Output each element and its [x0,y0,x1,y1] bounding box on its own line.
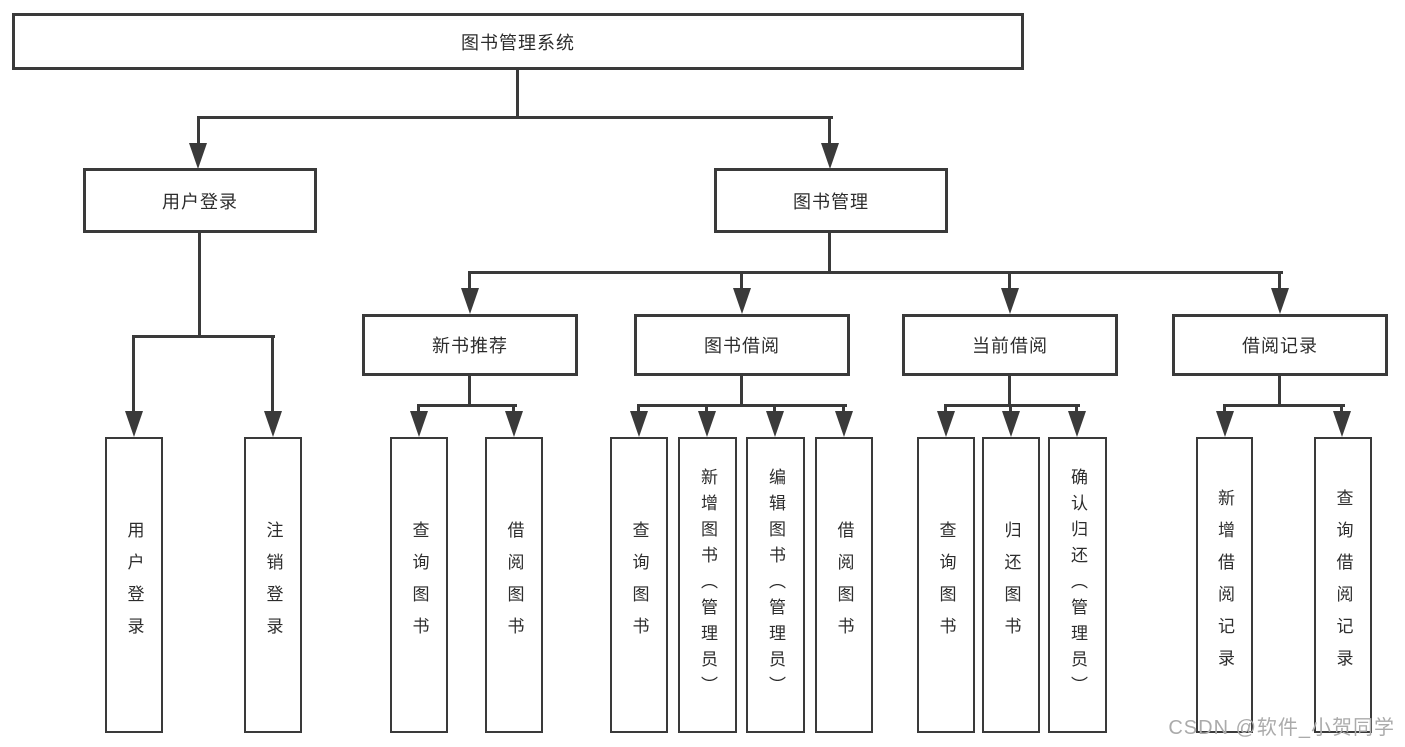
arrow-down-icon [264,411,282,437]
arrow-down-icon [733,288,751,314]
connector-line [468,376,471,407]
node-current-borrow: 当前借阅 [902,314,1118,376]
leaf-borrow-books: 借阅图书 [815,437,873,733]
connector-line [132,335,275,338]
leaf-query-books-borrow-label: 查询图书 [629,521,649,649]
arrow-down-icon [461,288,479,314]
arrow-down-icon [698,411,716,437]
connector-line [1223,404,1345,407]
leaf-query-books-recommend: 查询图书 [390,437,448,733]
arrow-down-icon [1333,411,1351,437]
connector-line [468,274,471,292]
connector-line [271,338,274,414]
leaf-logout: 注销登录 [244,437,302,733]
connector-line [637,404,847,407]
leaf-confirm-return-admin: 确认归还（管理员） [1048,437,1107,733]
csdn-watermark: CSDN @软件_小贺同学 [1168,717,1395,739]
leaf-return-books-label: 归还图书 [1001,521,1021,649]
leaf-confirm-return-admin-label: 确认归还（管理员） [1068,468,1087,702]
leaf-borrow-books-recommend: 借阅图书 [485,437,543,733]
arrow-down-icon [766,411,784,437]
leaf-edit-books-admin: 编辑图书（管理员） [746,437,805,733]
arrow-down-icon [505,411,523,437]
leaf-user-login-label: 用户登录 [124,521,144,649]
arrow-down-icon [1068,411,1086,437]
leaf-add-books-admin-label: 新增图书（管理员） [698,468,717,702]
node-book-borrow: 图书借阅 [634,314,850,376]
leaf-add-borrow-record-label: 新增借阅记录 [1215,489,1234,681]
connector-line [132,338,135,414]
leaf-query-books-current: 查询图书 [917,437,975,733]
arrow-down-icon [1271,288,1289,314]
leaf-logout-label: 注销登录 [263,521,283,649]
connector-line [417,404,517,407]
connector-line [1008,376,1011,407]
arrow-down-icon [1216,411,1234,437]
arrow-down-icon [1001,288,1019,314]
arrow-down-icon [630,411,648,437]
connector-line [944,404,1080,407]
node-book-management: 图书管理 [714,168,948,233]
leaf-borrow-books-label: 借阅图书 [834,521,854,649]
arrow-down-icon [821,143,839,169]
connector-line [1008,274,1011,292]
node-new-book-recommend: 新书推荐 [362,314,578,376]
node-user-login: 用户登录 [83,168,317,233]
connector-line [740,274,743,292]
connector-line [828,119,831,149]
arrow-down-icon [937,411,955,437]
leaf-add-books-admin: 新增图书（管理员） [678,437,737,733]
node-current-borrow-label: 当前借阅 [972,336,1048,356]
arrow-down-icon [189,143,207,169]
arrow-down-icon [1002,411,1020,437]
connector-line [197,116,833,119]
arrow-down-icon [125,411,143,437]
connector-line [197,119,200,149]
connector-line [198,233,201,337]
node-root-label: 图书管理系统 [461,32,575,53]
connector-line [1278,376,1281,407]
node-root-library-system: 图书管理系统 [12,13,1024,70]
arrow-down-icon [835,411,853,437]
node-borrow-records: 借阅记录 [1172,314,1388,376]
connector-line [516,70,519,117]
node-user-login-label: 用户登录 [162,191,238,212]
leaf-query-borrow-record-label: 查询借阅记录 [1333,489,1353,681]
connector-line [468,271,1283,274]
leaf-query-books-recommend-label: 查询图书 [409,521,429,649]
leaf-query-borrow-record: 查询借阅记录 [1314,437,1372,733]
leaf-borrow-books-recommend-label: 借阅图书 [504,521,524,649]
node-book-management-label: 图书管理 [793,191,869,212]
leaf-query-books-borrow: 查询图书 [610,437,668,733]
node-book-borrow-label: 图书借阅 [704,336,780,356]
node-borrow-records-label: 借阅记录 [1242,336,1318,356]
leaf-user-login: 用户登录 [105,437,163,733]
arrow-down-icon [410,411,428,437]
leaf-edit-books-admin-label: 编辑图书（管理员） [766,468,785,702]
connector-line [1278,274,1281,292]
leaf-add-borrow-record: 新增借阅记录 [1196,437,1253,733]
connector-line [740,376,743,407]
leaf-return-books: 归还图书 [982,437,1040,733]
connector-line [828,233,831,274]
node-new-book-recommend-label: 新书推荐 [432,336,508,356]
leaf-query-books-current-label: 查询图书 [936,521,956,649]
